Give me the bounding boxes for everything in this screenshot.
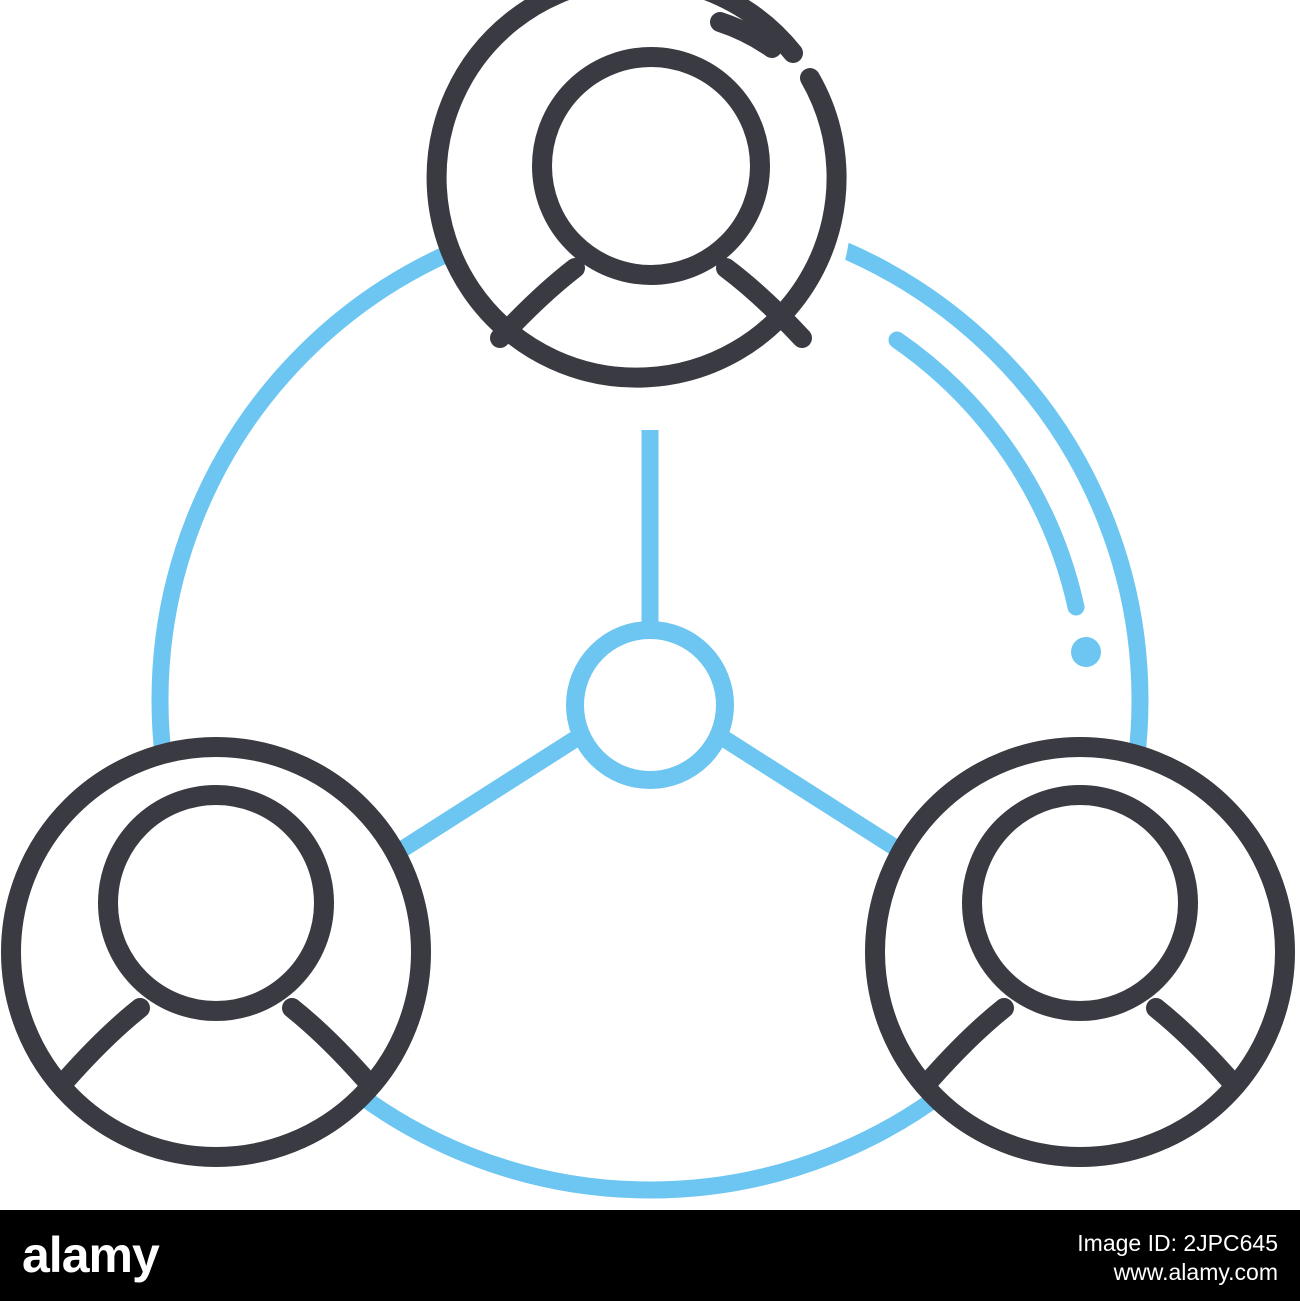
brand-logo[interactable]: alamy	[22, 1227, 160, 1283]
user-avatar-top-icon	[426, 0, 851, 412]
user-avatar-right-icon	[865, 737, 1295, 1167]
ring-highlight-dot	[1071, 637, 1101, 667]
spoke-right	[715, 728, 907, 860]
site-url[interactable]: www.alamy.com	[1113, 1259, 1278, 1285]
team-network-svg	[1, 0, 1295, 1199]
network-hub	[566, 621, 734, 789]
image-info: Image ID: 2JPC645 www.alamy.com	[1077, 1210, 1278, 1287]
user-avatar-left-icon	[1, 737, 431, 1167]
watermark-footer: alamy Image ID: 2JPC645 www.alamy.com	[0, 1210, 1300, 1301]
ring-highlight-arc	[888, 331, 1085, 616]
image-id-label: Image ID: 2JPC645	[1077, 1230, 1278, 1256]
team-network-icon	[1, 0, 1295, 1199]
spoke-left	[393, 728, 585, 860]
